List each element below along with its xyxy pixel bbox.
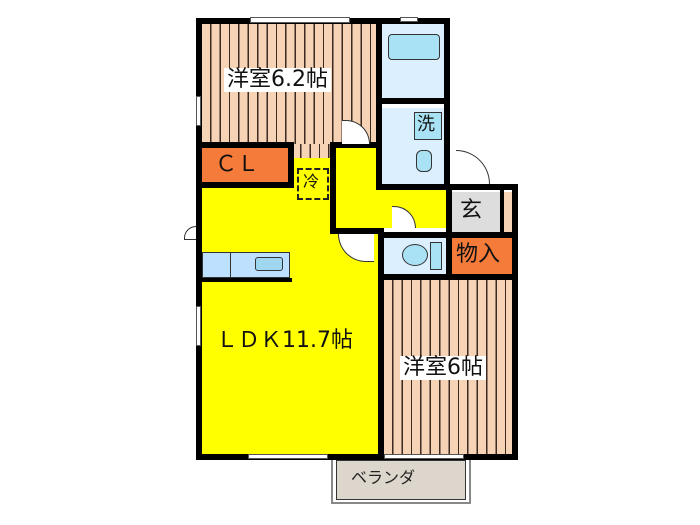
western-room-1-label: 洋室6.2帖 <box>224 68 331 92</box>
wash-basin <box>416 150 432 172</box>
closet-label: ＣＬ <box>215 152 260 177</box>
entrance-label: 玄 <box>460 198 483 223</box>
western-room-1-nook <box>292 144 332 158</box>
balcony: ベランダ <box>331 456 471 504</box>
washer-label: 洗 <box>417 114 435 135</box>
western-room-2-label: 洋室6帖 <box>400 356 486 380</box>
window <box>400 17 418 22</box>
storage-label: 物入 <box>456 242 501 267</box>
balcony-label: ベランダ <box>351 468 416 487</box>
bathtub <box>388 34 440 60</box>
entrance <box>450 192 500 232</box>
door-swing <box>184 226 196 240</box>
closet <box>202 148 288 182</box>
storage <box>450 236 512 274</box>
ldk-label: ＬＤＫ11.7帖 <box>216 328 353 353</box>
kitchen-sink <box>255 257 283 271</box>
fridge-space <box>297 168 329 200</box>
door-swing <box>456 150 490 184</box>
washer-space <box>414 112 442 140</box>
toilet-tank <box>430 242 442 270</box>
window <box>248 454 328 459</box>
toilet-bowl <box>402 244 428 266</box>
window <box>384 454 464 459</box>
window <box>250 17 350 23</box>
fridge-label: 冷 <box>303 172 320 191</box>
window <box>196 306 201 346</box>
entrance-shelf <box>504 192 512 232</box>
window <box>196 96 201 126</box>
corridor-2 <box>336 190 446 228</box>
